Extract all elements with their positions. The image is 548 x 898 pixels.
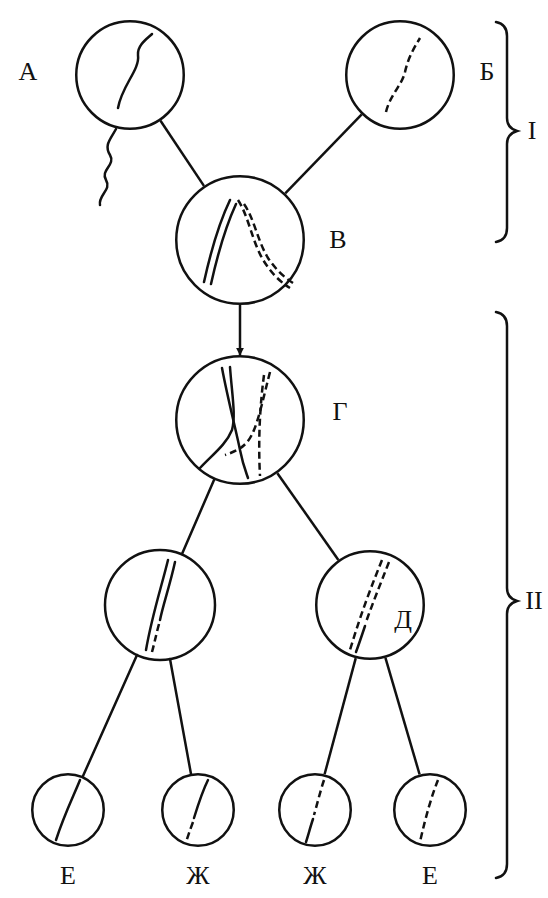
chromatid — [222, 368, 248, 478]
connector-line — [239, 305, 242, 355]
cell-letter: В — [329, 227, 346, 253]
circle-outline — [346, 21, 454, 129]
chromosome — [386, 38, 420, 112]
cell-letter: Д — [394, 607, 412, 633]
circle-outline — [32, 774, 104, 846]
chromatid — [160, 562, 175, 620]
chromosome — [314, 780, 324, 815]
chromatid — [211, 204, 236, 284]
division-line — [83, 655, 137, 776]
cell-circle: Г — [175, 355, 305, 485]
cell-circle: А — [75, 20, 185, 130]
circle-outline — [394, 774, 466, 846]
cell-circle: Е — [31, 773, 105, 847]
circle-outline — [176, 356, 304, 484]
chromatid — [200, 367, 234, 468]
circle-outline — [278, 773, 352, 847]
circle-outline — [176, 176, 304, 304]
chromatid — [225, 372, 270, 455]
chromatid — [350, 560, 382, 650]
cell-letter: Е — [422, 863, 438, 889]
circle-outline — [162, 774, 234, 846]
chromosome — [420, 780, 438, 842]
connector-line — [161, 121, 204, 186]
cell-letter: Е — [60, 863, 76, 889]
circle-outline — [76, 21, 184, 129]
chromatid — [356, 626, 365, 652]
circle-outline — [175, 175, 305, 305]
cell-letter: Ж — [303, 863, 326, 889]
chromatid — [259, 375, 264, 476]
cell-letter: Ж — [186, 863, 209, 889]
cell-circle: В — [175, 175, 305, 305]
circle-outline — [75, 20, 185, 130]
chromosome — [118, 34, 152, 108]
stage-number: II — [525, 588, 542, 614]
cell-circle — [105, 550, 215, 660]
circle-outline — [31, 773, 105, 847]
division-line — [182, 480, 214, 554]
sperm-tail — [100, 129, 116, 205]
chromosome — [194, 780, 208, 818]
circle-outline — [175, 355, 305, 485]
cell-circle: Ж — [161, 773, 235, 847]
circle-outline — [315, 550, 425, 660]
circle-outline — [316, 551, 424, 659]
cell-circle: Д — [315, 550, 425, 660]
circle-outline — [393, 773, 467, 847]
chromosome — [306, 819, 313, 842]
bracket — [496, 312, 517, 878]
connector-line — [385, 658, 419, 775]
cell-circle: Б — [345, 20, 455, 130]
chromatid — [152, 624, 159, 652]
cell-letter: Г — [332, 399, 347, 425]
connector-line — [325, 658, 356, 774]
chromosome — [56, 780, 80, 840]
connector-line — [285, 114, 361, 193]
circle-outline — [279, 774, 351, 846]
connector-line — [277, 473, 338, 560]
chromatid — [244, 204, 293, 283]
stage-number: I — [528, 118, 537, 144]
cell-letter: Б — [480, 59, 495, 85]
cell-letter: А — [19, 59, 38, 85]
circle-outline — [161, 773, 235, 847]
chromatid — [204, 200, 230, 282]
bracket — [496, 22, 517, 242]
chromatid — [366, 562, 389, 622]
cell-circle: Е — [393, 773, 467, 847]
circle-outline — [345, 20, 455, 130]
chromosome — [186, 822, 193, 842]
division-line — [170, 659, 191, 774]
cell-circle: Ж — [278, 773, 352, 847]
